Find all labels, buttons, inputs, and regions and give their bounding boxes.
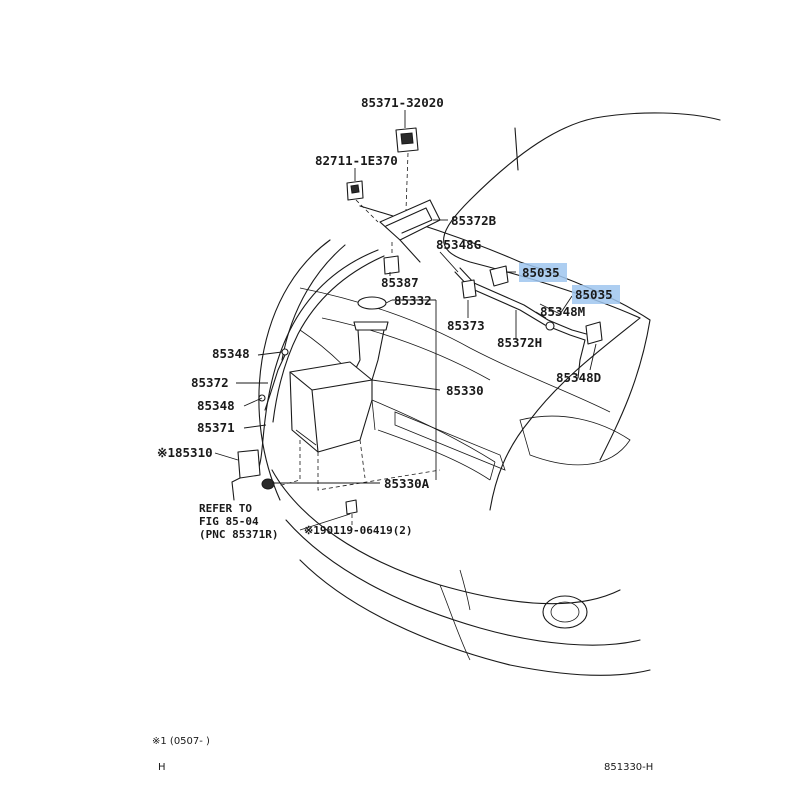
label-85348d[interactable]: 85348D [556, 370, 601, 385]
label-85372[interactable]: 85372 [191, 375, 229, 390]
footer-left: H [158, 762, 166, 773]
label-85332[interactable]: 85332 [394, 293, 432, 308]
label-85371-32020[interactable]: 85371-32020 [361, 95, 444, 110]
leader-lines [214, 110, 597, 531]
footer-right: 851330-H [604, 762, 653, 773]
label-90119-06419[interactable]: ※190119-06419(2) [304, 524, 413, 537]
label-82711-1e370[interactable]: 82711-1E370 [315, 153, 398, 168]
label-85348-b[interactable]: 85348 [197, 398, 235, 413]
car-body-outline [258, 112, 721, 676]
refer-note-line-2: FIG 85-04 [199, 515, 259, 528]
refer-note-line-3: (PNC 85371R) [199, 528, 278, 541]
refer-note-line-1: REFER TO [199, 502, 252, 515]
label-85330a[interactable]: 85330A [384, 476, 430, 491]
label-85348m[interactable]: 85348M [540, 304, 585, 319]
footnote: ※1 (0507- ) [152, 736, 210, 747]
refer-note: REFER TO FIG 85-04 (PNC 85371R) [199, 502, 278, 541]
label-85330[interactable]: 85330 [446, 383, 484, 398]
label-85348-a[interactable]: 85348 [212, 346, 250, 361]
label-85348g[interactable]: 85348G [436, 237, 481, 252]
label-85387[interactable]: 85387 [381, 275, 419, 290]
label-85035-b[interactable]: 85035 [575, 287, 613, 302]
label-85372h[interactable]: 85372H [497, 335, 542, 350]
washer-hose-system [231, 127, 603, 530]
label-85035-a[interactable]: 85035 [522, 265, 560, 280]
highlight-85035-a [519, 263, 567, 282]
label-85371[interactable]: 85371 [197, 420, 235, 435]
label-85373[interactable]: 85373 [447, 318, 485, 333]
highlight-85035-b [572, 285, 620, 304]
label-85372b[interactable]: 85372B [451, 213, 497, 228]
label-85310[interactable]: ※185310 [157, 445, 213, 460]
part-labels: 85371-32020 82711-1E370 85372B 85348G 85… [157, 95, 613, 537]
